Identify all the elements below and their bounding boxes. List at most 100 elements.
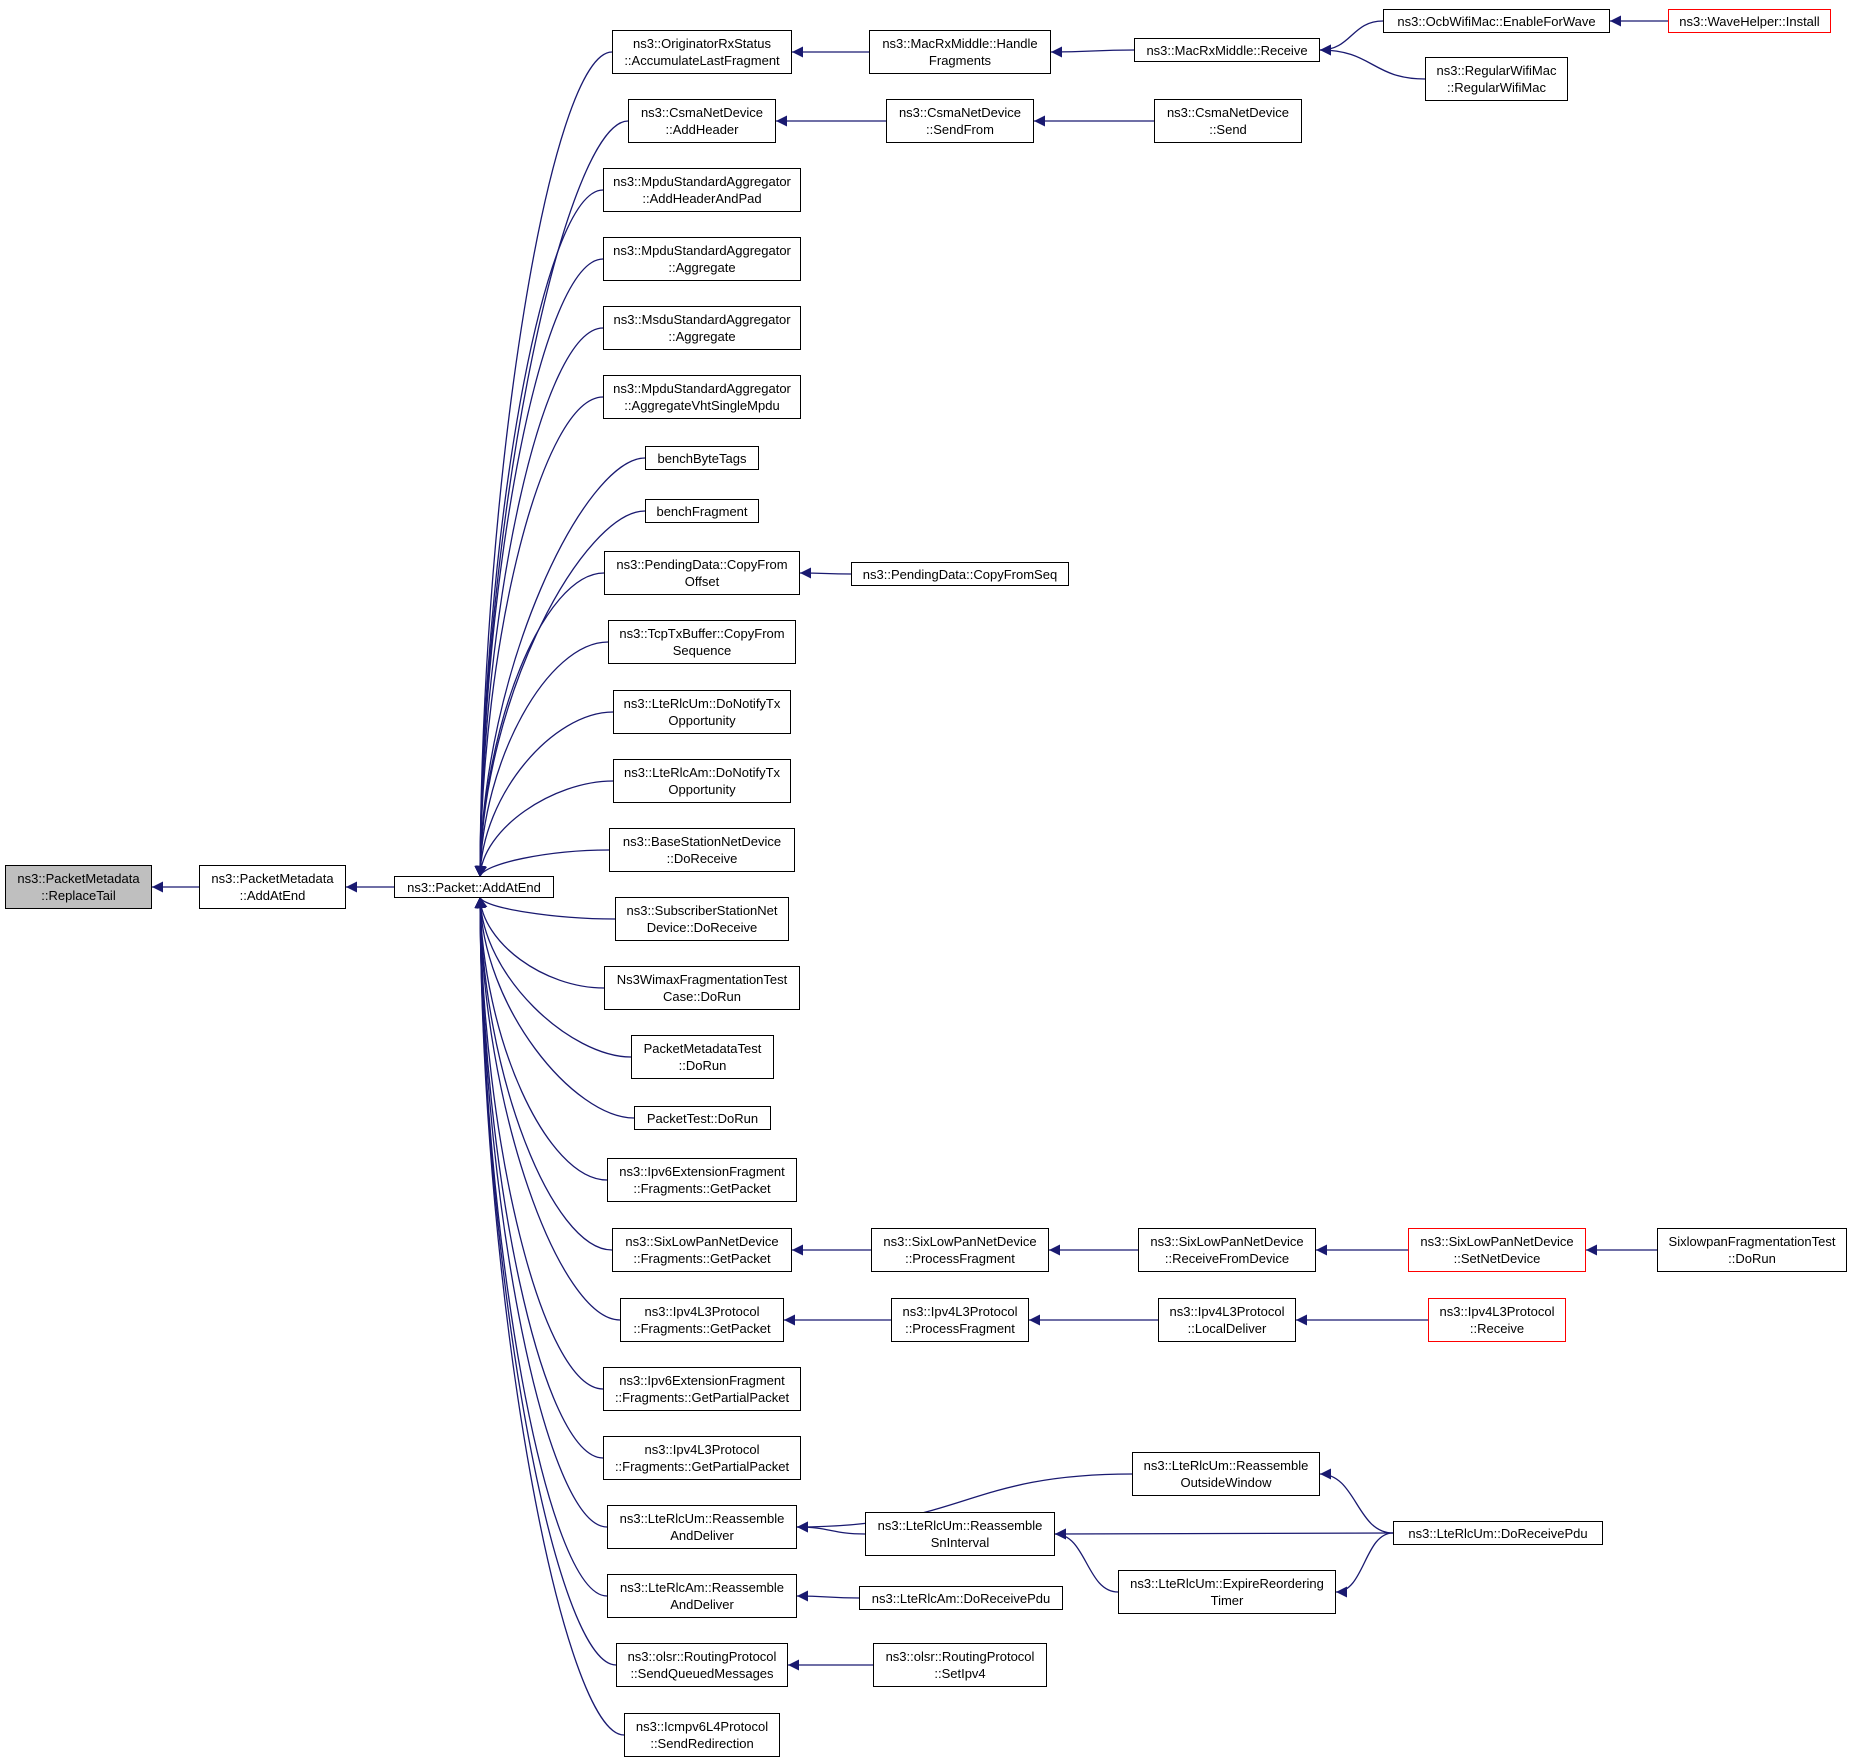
node-label-line: ns3::CsmaNetDevice	[640, 105, 764, 120]
node-label-line: ns3::CsmaNetDevice	[898, 105, 1022, 120]
node-pm-add-at-end[interactable]: ns3::PacketMetadata::AddAtEnd	[199, 865, 346, 909]
node-pending-copy-seq[interactable]: ns3::PendingData::CopyFromSeq	[851, 562, 1069, 586]
node-packet-test[interactable]: PacketTest::DoRun	[634, 1106, 771, 1130]
node-label-line: ::Aggregate	[668, 329, 736, 344]
node-regular-wifi[interactable]: ns3::RegularWifiMac::RegularWifiMac	[1425, 57, 1568, 101]
node-label-line: ns3::Ipv4L3Protocol	[902, 1304, 1018, 1319]
node-msdu-aggregate[interactable]: ns3::MsduStandardAggregator::Aggregate	[603, 306, 801, 350]
edge-bs-do-receive-to-packet-add-at-end	[476, 849, 610, 878]
node-wave-install[interactable]: ns3::WaveHelper::Install	[1668, 9, 1831, 33]
node-label-line: ns3::MpduStandardAggregator	[613, 381, 791, 396]
node-bs-do-receive[interactable]: ns3::BaseStationNetDevice::DoReceive	[609, 828, 795, 872]
node-mac-receive[interactable]: ns3::MacRxMiddle::Receive	[1134, 38, 1320, 62]
node-ipv4-receive[interactable]: ns3::Ipv4L3Protocol::Receive	[1428, 1298, 1566, 1342]
node-label-line: ns3::MacRxMiddle::Receive	[1146, 42, 1308, 58]
node-label-line: Sequence	[672, 643, 732, 658]
edge-orig-rx-to-packet-add-at-end	[474, 51, 613, 878]
node-icmpv6-redirect[interactable]: ns3::Icmpv6L4Protocol::SendRedirection	[624, 1713, 780, 1757]
node-ipv6-get-partial[interactable]: ns3::Ipv6ExtensionFragment::Fragments::G…	[603, 1367, 801, 1411]
node-label-line: ::Send	[1209, 122, 1247, 137]
node-label-line: ::AccumulateLastFragment	[624, 53, 780, 68]
node-label-line: ::LocalDeliver	[1187, 1321, 1267, 1336]
node-label-line: ::ReceiveFromDevice	[1164, 1251, 1290, 1266]
node-label-line: ns3::olsr::RoutingProtocol	[885, 1649, 1035, 1664]
node-label-line: ::ProcessFragment	[905, 1251, 1015, 1266]
node-bench-byte-tags[interactable]: benchByteTags	[645, 446, 759, 470]
edge-mac-receive-to-mac-handle-frag	[1050, 46, 1135, 58]
edge-lte-um-expire-to-lte-um-sn-interval	[1054, 1528, 1119, 1593]
node-label-line: ns3::Ipv4L3Protocol	[1169, 1304, 1285, 1319]
edge-lte-um-do-receive-to-lte-um-expire	[1335, 1532, 1394, 1598]
node-csma-send[interactable]: ns3::CsmaNetDevice::Send	[1154, 99, 1302, 143]
node-ipv4-get-packet[interactable]: ns3::Ipv4L3Protocol::Fragments::GetPacke…	[620, 1298, 784, 1342]
node-label-line: ns3::LteRlcUm::Reassemble	[877, 1518, 1043, 1533]
node-ipv4-process-frag[interactable]: ns3::Ipv4L3Protocol::ProcessFragment	[891, 1298, 1029, 1342]
edge-mpdu-vht-to-packet-add-at-end	[474, 396, 604, 878]
node-label-line: ns3::Ipv6ExtensionFragment	[619, 1164, 785, 1179]
node-label-line: benchFragment	[656, 503, 748, 519]
edge-lte-am-do-receive-to-lte-am-reassemble	[796, 1590, 860, 1602]
node-sixlow-get-packet[interactable]: ns3::SixLowPanNetDevice::Fragments::GetP…	[612, 1228, 792, 1272]
node-label-line: Ns3WimaxFragmentationTest	[616, 972, 788, 987]
node-label-line: ::RegularWifiMac	[1447, 80, 1546, 95]
node-sixlow-receive-from[interactable]: ns3::SixLowPanNetDevice::ReceiveFromDevi…	[1138, 1228, 1316, 1272]
node-sixlow-process-frag[interactable]: ns3::SixLowPanNetDevice::ProcessFragment	[871, 1228, 1049, 1272]
edge-ipv6-get-packet-to-packet-add-at-end	[474, 896, 608, 1181]
node-ipv6-get-packet[interactable]: ns3::Ipv6ExtensionFragment::Fragments::G…	[607, 1158, 797, 1202]
node-label-line: ns3::BaseStationNetDevice	[622, 834, 782, 849]
node-packet-add-at-end[interactable]: ns3::Packet::AddAtEnd	[394, 876, 554, 898]
node-label-line: ns3::LteRlcAm::Reassemble	[619, 1580, 784, 1595]
edge-ss-do-receive-to-packet-add-at-end	[476, 896, 616, 920]
node-olsr-send-queued[interactable]: ns3::olsr::RoutingProtocol::SendQueuedMe…	[616, 1643, 788, 1687]
edge-lte-am-notify-to-packet-add-at-end	[474, 780, 614, 878]
node-label-line: ::AddHeaderAndPad	[642, 191, 762, 206]
node-csma-send-from[interactable]: ns3::CsmaNetDevice::SendFrom	[886, 99, 1034, 143]
node-label-line: ::Fragments::GetPacket	[633, 1321, 771, 1336]
node-ocb-enable[interactable]: ns3::OcbWifiMac::EnableForWave	[1383, 9, 1610, 33]
node-mpdu-vht[interactable]: ns3::MpduStandardAggregator::AggregateVh…	[603, 375, 801, 419]
node-label-line: ::Receive	[1469, 1321, 1525, 1336]
node-ipv4-get-partial[interactable]: ns3::Ipv4L3Protocol::Fragments::GetParti…	[603, 1436, 801, 1480]
node-label-line: ::SendFrom	[926, 122, 994, 137]
node-label-line: ns3::SixLowPanNetDevice	[625, 1234, 779, 1249]
node-mpdu-aggregate[interactable]: ns3::MpduStandardAggregator::Aggregate	[603, 237, 801, 281]
edge-msdu-aggregate-to-packet-add-at-end	[474, 327, 604, 878]
node-bench-fragment[interactable]: benchFragment	[645, 499, 759, 523]
node-pm-test[interactable]: PacketMetadataTest::DoRun	[631, 1035, 774, 1079]
node-csma-add-header[interactable]: ns3::CsmaNetDevice::AddHeader	[628, 99, 776, 143]
node-lte-am-do-receive[interactable]: ns3::LteRlcAm::DoReceivePdu	[859, 1586, 1063, 1610]
node-label-line: Device::DoReceive	[646, 920, 758, 935]
node-label-line: ::DoRun	[1728, 1251, 1776, 1266]
node-label-line: ::SendQueuedMessages	[630, 1666, 774, 1681]
node-sixlow-frag-test[interactable]: SixlowpanFragmentationTest::DoRun	[1657, 1228, 1847, 1272]
node-label-line: PacketTest::DoRun	[646, 1110, 759, 1126]
node-olsr-set-ipv4[interactable]: ns3::olsr::RoutingProtocol::SetIpv4	[873, 1643, 1047, 1687]
node-orig-rx[interactable]: ns3::OriginatorRxStatus::AccumulateLastF…	[612, 30, 792, 74]
node-label-line: ::DoReceive	[666, 851, 738, 866]
edge-csma-add-header-to-packet-add-at-end	[474, 120, 629, 878]
node-label-line: ::ReplaceTail	[41, 888, 116, 903]
node-ipv4-local-deliver[interactable]: ns3::Ipv4L3Protocol::LocalDeliver	[1158, 1298, 1296, 1342]
node-mpdu-add-header-pad[interactable]: ns3::MpduStandardAggregator::AddHeaderAn…	[603, 168, 801, 212]
edge-tcp-copy-seq-to-packet-add-at-end	[474, 641, 609, 878]
node-label-line: benchByteTags	[657, 450, 747, 466]
node-lte-um-do-receive[interactable]: ns3::LteRlcUm::DoReceivePdu	[1393, 1521, 1603, 1545]
node-label-line: Fragments	[928, 53, 992, 68]
edge-regular-wifi-to-mac-receive	[1319, 44, 1426, 80]
node-label-line: ns3::SubscriberStationNet	[626, 903, 778, 918]
node-sixlow-set-net[interactable]: ns3::SixLowPanNetDevice::SetNetDevice	[1408, 1228, 1586, 1272]
edge-icmpv6-redirect-to-packet-add-at-end	[474, 896, 625, 1736]
node-label-line: OutsideWindow	[1180, 1475, 1272, 1490]
